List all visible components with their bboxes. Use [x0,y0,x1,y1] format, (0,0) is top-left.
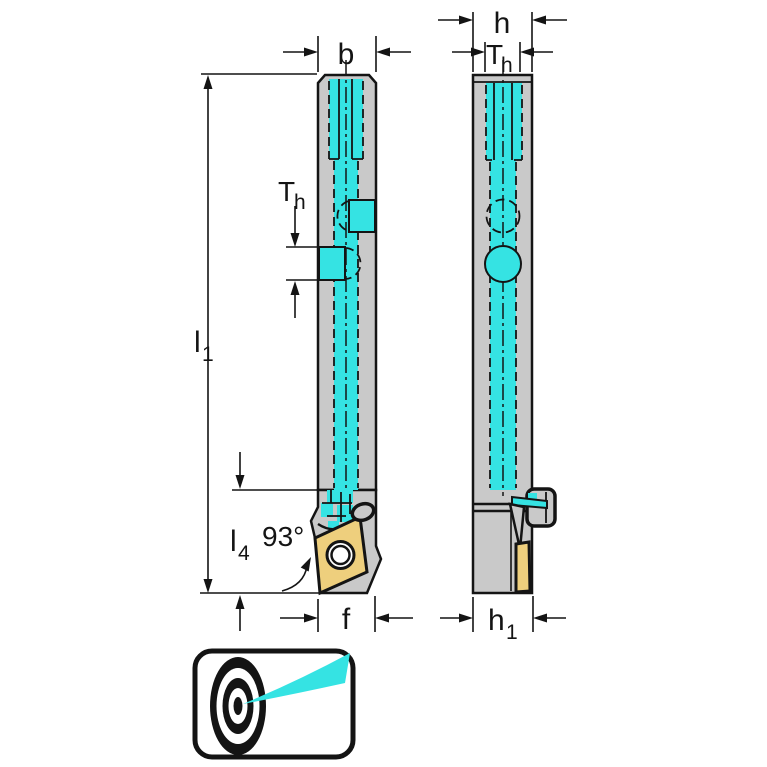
dimension-h1-sub: 1 [506,621,518,644]
dimension-th-front: T h [278,176,317,318]
dimension-h-label: h [494,7,511,40]
dimension-th-side: T h [452,39,553,77]
coolant-beam-icon [243,653,350,704]
side-coolant-inlet [484,245,522,283]
dimension-l1: l 1 [194,73,320,594]
dimension-l4: l 4 [230,452,317,631]
side-coolant-port-hidden [485,198,521,234]
clamp-wedge [508,502,526,550]
dimension-th-front-label: T [278,176,295,207]
front-coolant-port-right [336,199,376,233]
dimension-l1-label: l [194,326,201,359]
front-clamp-details [317,490,353,531]
side-insert [514,540,532,594]
dimension-h1-label: h [488,604,505,637]
side-head-details [473,487,557,594]
dimension-th-side-label: T [486,39,503,70]
dimension-l4-sub: 4 [238,542,250,565]
dimension-l4-label: l [230,525,237,558]
front-view: b T h l 1 l 4 93° [194,36,413,636]
dimension-angle-label: 93° [262,521,304,552]
dimension-angle: 93° [262,521,311,592]
dimension-h: h [438,7,567,72]
dimension-h1: h 1 [440,596,566,644]
dimension-l1-sub: 1 [202,343,214,366]
dimension-th-side-sub: h [501,54,513,77]
dimension-f-label: f [342,603,351,636]
target-icon [210,657,266,755]
front-coolant-port-left [318,246,362,281]
side-coolant-channel [484,60,523,496]
clamp-nose [350,501,376,523]
precision-coolant-icon [192,648,356,760]
side-view: h T h h 1 [438,7,567,644]
dimension-th-front-sub: h [294,191,306,214]
dimension-f: f [280,596,413,636]
dimension-b: b [283,36,411,72]
dimension-b-label: b [338,38,355,71]
